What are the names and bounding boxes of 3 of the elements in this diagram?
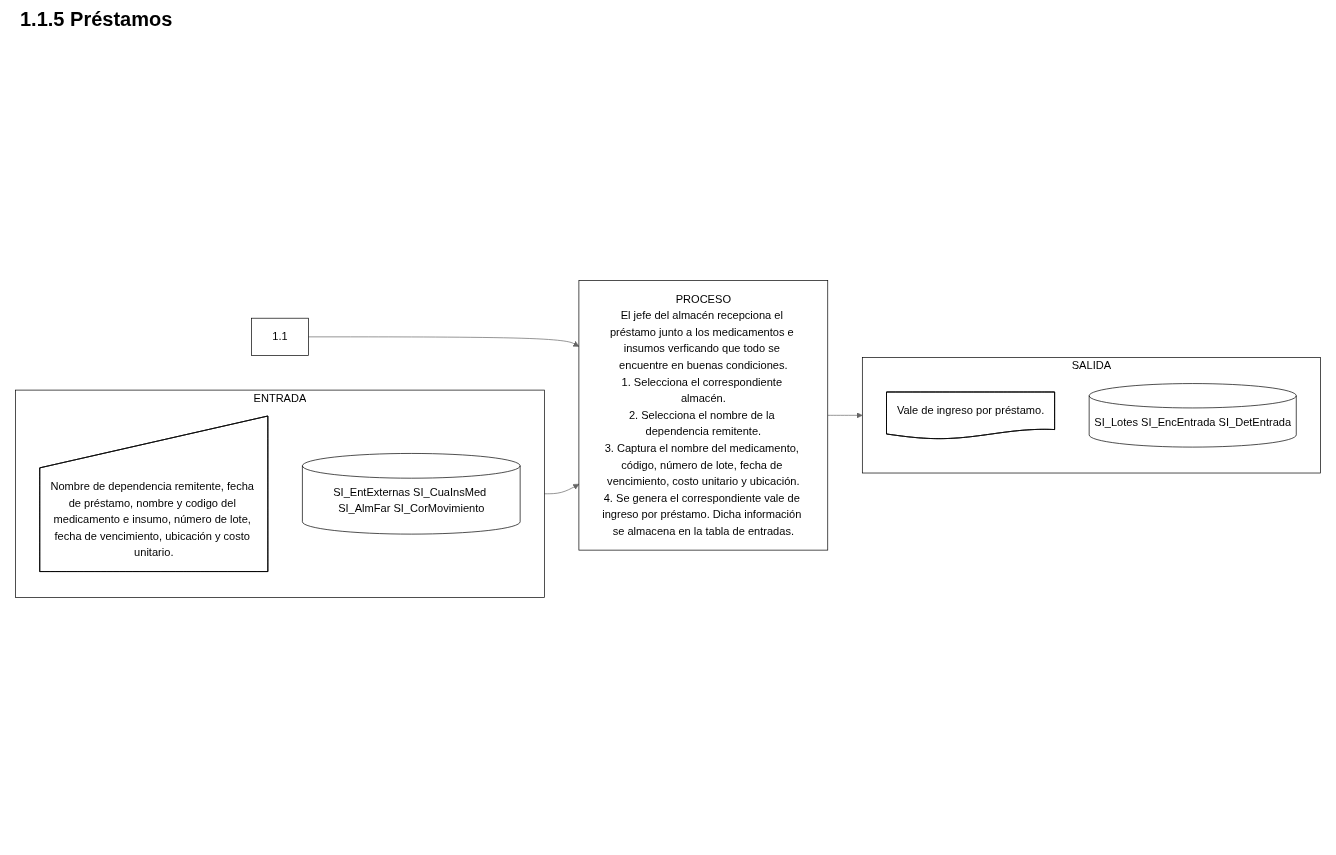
- diagram-title: 1.1.5 Préstamos: [20, 8, 174, 31]
- node-box: PROCESO El jefe del almacén recepciona el préstamo junto a los medicamentos e insumos verficando que todo se encuentre en buenas condiciones. 1. Selecciona el correspondiente almacén. 2. Selecciona el nombre de la dependencia remitente. 3. Captura el nombre del medicamento, código, número de lote, fecha de vencimiento, costo unitario y ubicación. 4. Se genera el correspondiente vale de ingreso por préstamo. Dicha información se almacena en la tabla de entradas.: [578, 280, 829, 551]
- node-box: 1.1: [251, 317, 309, 356]
